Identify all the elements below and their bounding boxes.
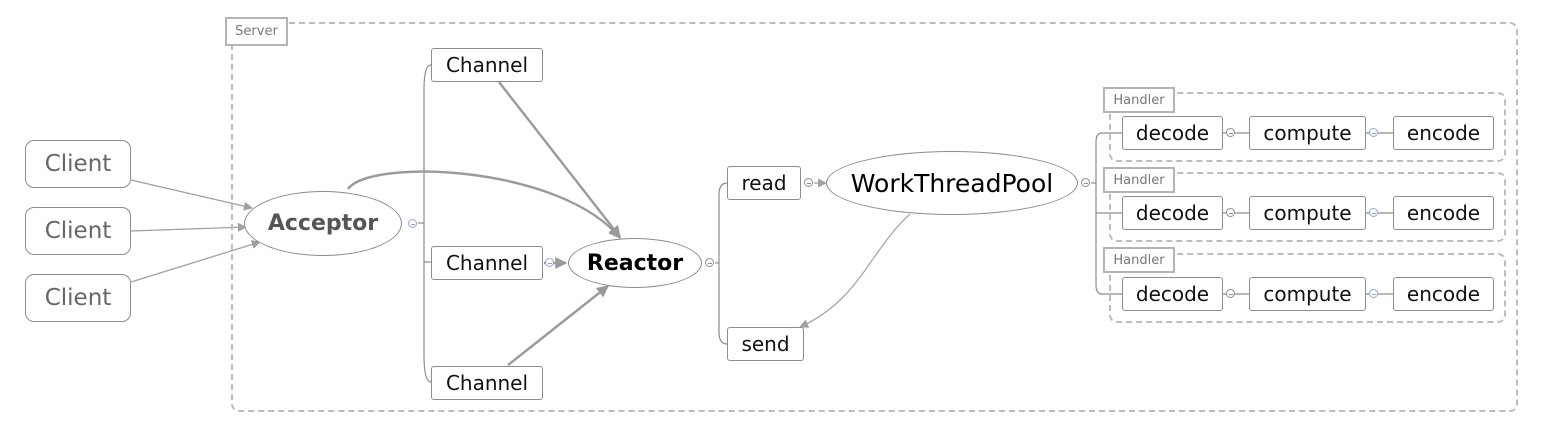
decode-collapse-icon-1[interactable]: [1226, 128, 1235, 137]
channel-node-3[interactable]: Channel: [431, 366, 543, 400]
read-collapse-icon[interactable]: [804, 178, 813, 187]
compute-collapse-icon-2[interactable]: [1369, 208, 1378, 217]
send-node[interactable]: send: [727, 327, 804, 361]
channel-node-1[interactable]: Channel: [431, 48, 543, 82]
decode-node-2[interactable]: decode: [1122, 196, 1223, 230]
decode-node-3[interactable]: decode: [1122, 277, 1223, 311]
compute-collapse-icon-1[interactable]: [1369, 128, 1378, 137]
server-group: [231, 22, 1518, 412]
edge-acceptor-reactor: [347, 170, 621, 239]
compute-node-2[interactable]: compute: [1249, 196, 1366, 230]
acceptor-collapse-icon[interactable]: [408, 219, 417, 228]
acceptor-node[interactable]: Acceptor: [244, 191, 402, 256]
decode-collapse-icon-3[interactable]: [1226, 289, 1235, 298]
handler-tag-2: Handler: [1103, 167, 1175, 193]
handler-group-2: [1109, 172, 1506, 242]
reactor-collapse-icon[interactable]: [705, 258, 714, 267]
encode-node-2[interactable]: encode: [1393, 196, 1494, 230]
client-node-2[interactable]: Client: [25, 207, 131, 255]
edge-client2-acceptor: [130, 222, 247, 232]
handler-group-3: [1109, 253, 1506, 323]
compute-collapse-icon-3[interactable]: [1369, 289, 1378, 298]
edge-client3-acceptor: [130, 240, 261, 283]
edge-pool-send: [799, 213, 911, 328]
reactor-node[interactable]: Reactor: [568, 238, 702, 288]
compute-node-3[interactable]: compute: [1249, 277, 1366, 311]
channel-node-2[interactable]: Channel: [431, 246, 543, 280]
server-tag: Server: [225, 17, 288, 46]
read-node[interactable]: read: [727, 166, 801, 200]
client-node-1[interactable]: Client: [25, 140, 131, 188]
pool-collapse-icon[interactable]: [1081, 178, 1090, 187]
encode-node-1[interactable]: encode: [1393, 116, 1494, 150]
channel-collapse-icon[interactable]: [545, 258, 554, 267]
decode-collapse-icon-2[interactable]: [1226, 208, 1235, 217]
work-thread-pool-node[interactable]: WorkThreadPool: [826, 151, 1078, 215]
edge-channel3-reactor: [507, 285, 609, 366]
edge-channel1-reactor: [498, 81, 621, 238]
handler-tag-3: Handler: [1103, 247, 1175, 273]
encode-node-3[interactable]: encode: [1393, 277, 1494, 311]
compute-node-1[interactable]: compute: [1249, 116, 1366, 150]
handler-tag-1: Handler: [1103, 87, 1175, 113]
handler-group-1: [1109, 92, 1506, 162]
client-node-3[interactable]: Client: [25, 274, 131, 322]
decode-node-1[interactable]: decode: [1122, 116, 1223, 150]
